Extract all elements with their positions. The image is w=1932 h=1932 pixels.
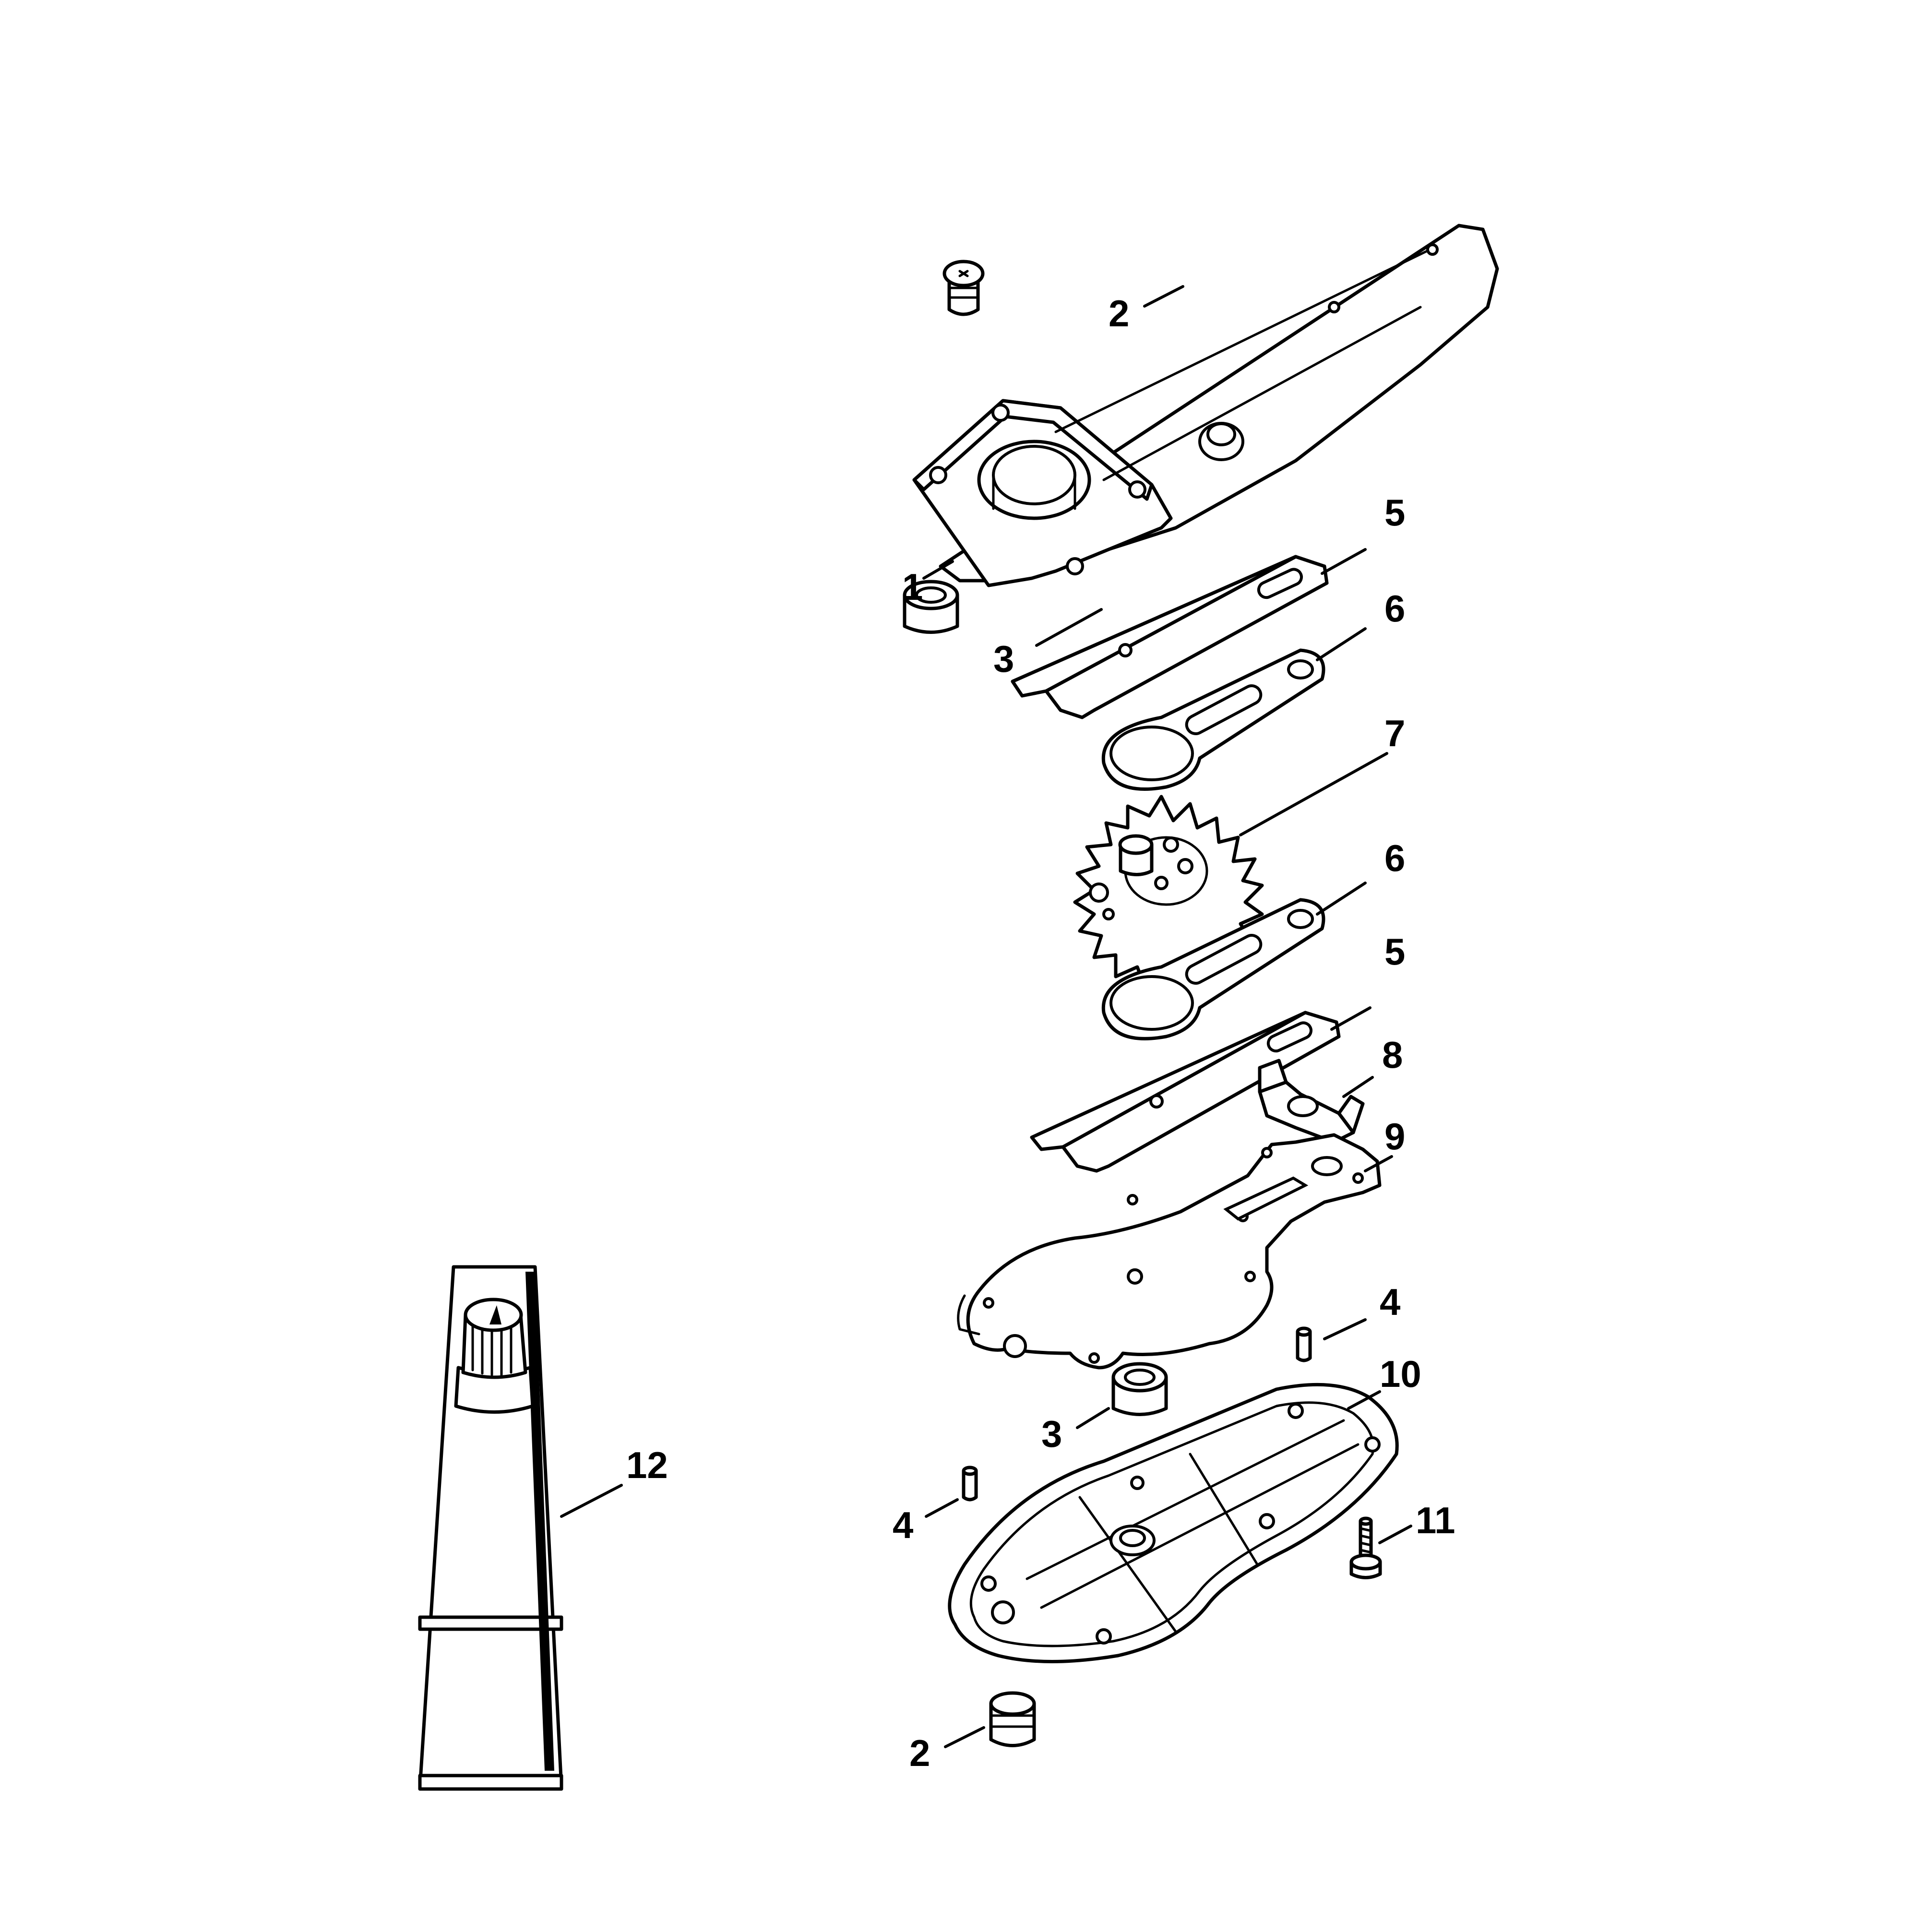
callout-4-right: 4 [1380, 1281, 1400, 1323]
leader-1 [922, 560, 954, 580]
plate-part-5-top [1011, 555, 1329, 719]
cover-part-10 [948, 1383, 1399, 1663]
callout-4-left: 4 [893, 1504, 913, 1546]
grease-tube-part-12 [418, 1265, 563, 1791]
screw-part-11 [1349, 1516, 1382, 1579]
callout-12: 12 [626, 1444, 668, 1486]
bushing-part-3-bottom [1111, 1362, 1168, 1416]
plate-part-5-bottom [1030, 1011, 1341, 1173]
leader-3-top [1035, 608, 1103, 647]
leader-6-bottom [1316, 882, 1367, 916]
leader-11 [1378, 1525, 1412, 1544]
callout-3-top: 3 [993, 638, 1014, 680]
gear-housing-part-1 [912, 224, 1499, 587]
callout-8: 8 [1382, 1034, 1403, 1076]
callout-6-bottom: 6 [1384, 837, 1405, 879]
leader-5-top [1321, 548, 1367, 575]
callout-9: 9 [1384, 1115, 1405, 1157]
bracket-part-6-bottom [1101, 898, 1325, 1040]
callout-2-bottom: 2 [909, 1732, 930, 1774]
leader-3-bottom [1076, 1407, 1110, 1429]
pin-part-4-left [962, 1466, 978, 1502]
leader-6-top [1316, 627, 1367, 661]
leader-2-top [1143, 285, 1184, 308]
gear-wheel-part-7 [1073, 795, 1264, 988]
callout-5-bottom: 5 [1384, 930, 1405, 973]
leader-7 [1239, 752, 1388, 836]
bracket-part-6-top [1101, 648, 1325, 791]
clip-part-8 [1258, 1059, 1365, 1144]
leader-9 [1364, 1155, 1393, 1172]
leader-4-left [925, 1498, 959, 1518]
plug-part-2-bottom [989, 1691, 1036, 1747]
leader-12 [560, 1484, 623, 1518]
bushing-part-3-top [903, 580, 959, 634]
callout-5-top: 5 [1384, 491, 1405, 534]
leader-2-bottom [944, 1726, 985, 1748]
callout-6-top: 6 [1384, 587, 1405, 630]
callout-labels: 2 1 5 3 6 7 6 5 8 9 4 10 3 12 4 11 2 [626, 292, 1455, 1774]
callout-1: 1 [902, 566, 923, 608]
callout-7: 7 [1384, 712, 1405, 754]
callout-3-bottom: 3 [1041, 1413, 1062, 1455]
gasket-part-9 [957, 1133, 1382, 1370]
leader-8 [1342, 1076, 1374, 1098]
callout-2-top: 2 [1109, 292, 1129, 334]
leader-lines [560, 285, 1412, 1748]
leader-10 [1347, 1390, 1381, 1410]
callout-11: 11 [1416, 1499, 1455, 1541]
leader-4-right [1323, 1318, 1367, 1340]
pin-part-4-right [1296, 1326, 1312, 1362]
leader-5-bottom [1330, 1006, 1371, 1031]
callout-10: 10 [1380, 1353, 1421, 1395]
plug-part-2-top [942, 260, 985, 316]
